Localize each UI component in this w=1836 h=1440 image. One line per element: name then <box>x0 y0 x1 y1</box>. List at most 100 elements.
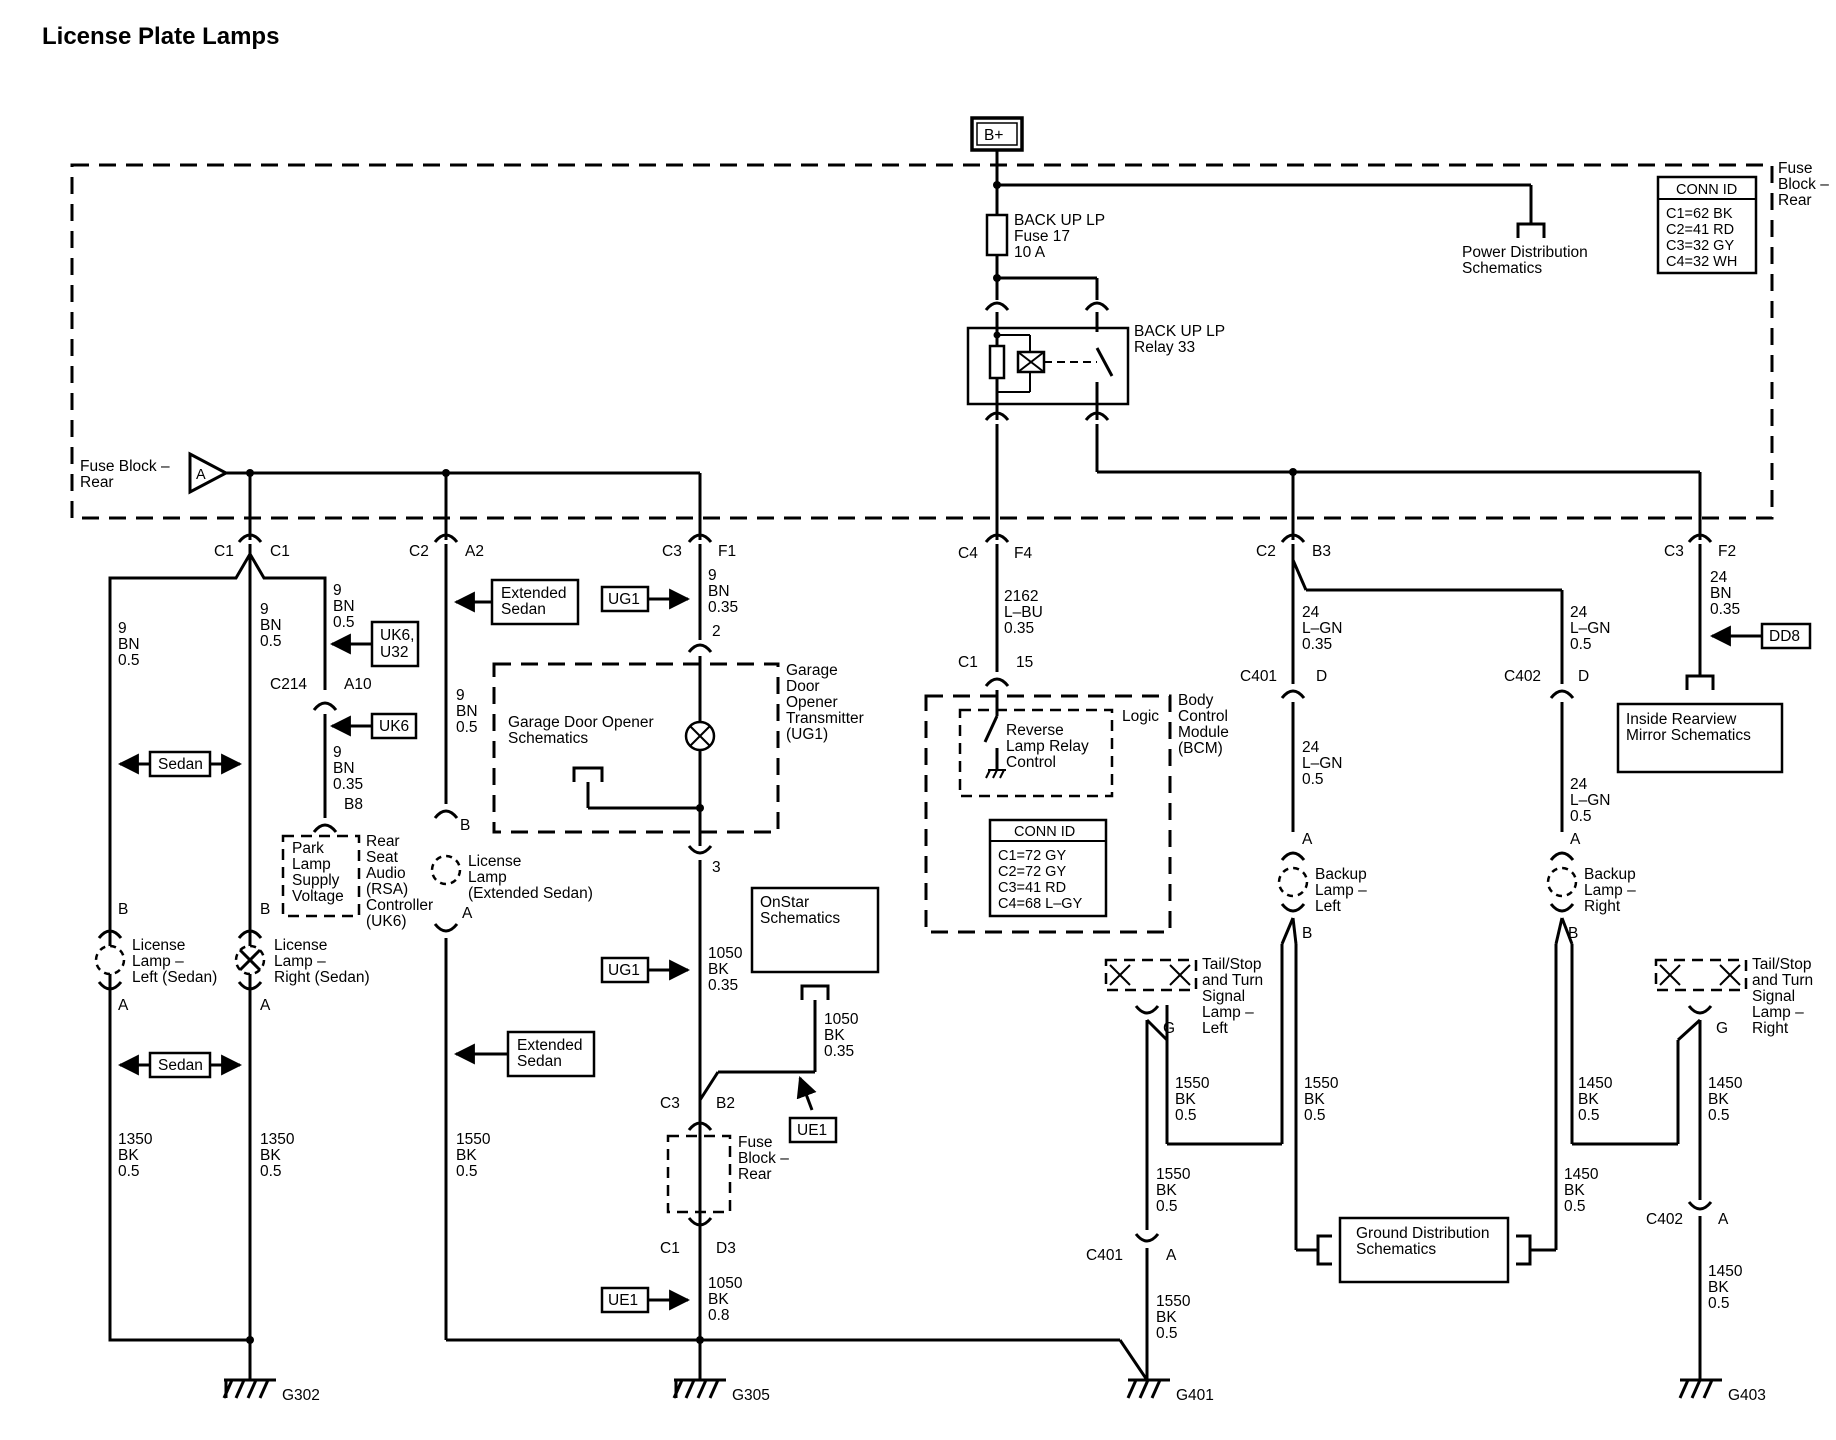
svg-text:24: 24 <box>1302 739 1320 756</box>
svg-text:C2=41 RD: C2=41 RD <box>1666 222 1734 238</box>
svg-text:9: 9 <box>260 601 269 618</box>
svg-text:Signal: Signal <box>1752 988 1795 1005</box>
svg-text:Opener: Opener <box>786 694 838 711</box>
ref-ug1-top[interactable]: UG1 <box>600 585 691 613</box>
svg-text:CONN ID: CONN ID <box>1676 182 1737 198</box>
svg-text:BN: BN <box>118 636 140 653</box>
svg-text:L–GN: L–GN <box>1570 792 1611 809</box>
inside-rearview-mirror-ref: Inside Rearview Mirror Schematics <box>1616 702 1784 774</box>
svg-text:Block –: Block – <box>1778 176 1829 193</box>
svg-text:Lamp –: Lamp – <box>1584 882 1636 899</box>
svg-text:0.5: 0.5 <box>118 1163 140 1180</box>
svg-text:UE1: UE1 <box>797 1122 827 1139</box>
svg-text:Sedan: Sedan <box>517 1053 562 1070</box>
svg-text:C1: C1 <box>660 1240 680 1257</box>
connector-c3-f1: C3 F1 <box>662 520 736 560</box>
svg-text:BN: BN <box>333 598 355 615</box>
rsa-controller: Park Lamp Supply Voltage Rear Seat Audio… <box>281 833 433 930</box>
svg-text:0.5: 0.5 <box>1564 1198 1586 1215</box>
svg-text:Signal: Signal <box>1202 988 1245 1005</box>
svg-text:C4=68 L–GY: C4=68 L–GY <box>998 896 1083 912</box>
svg-text:C1: C1 <box>270 543 290 560</box>
svg-text:0.5: 0.5 <box>260 1163 282 1180</box>
svg-text:Inside Rearview: Inside Rearview <box>1626 711 1737 728</box>
svg-text:C3: C3 <box>662 543 682 560</box>
ref-sedan-bottom[interactable]: Sedan <box>117 1051 243 1079</box>
wire-1550-bk-c401: 1550 BK 0.5 <box>1156 1166 1191 1215</box>
svg-text:Supply: Supply <box>292 872 340 889</box>
svg-text:Sedan: Sedan <box>501 601 546 618</box>
svg-text:0.35: 0.35 <box>824 1043 854 1060</box>
svg-text:Lamp –: Lamp – <box>1315 882 1367 899</box>
svg-text:Transmitter: Transmitter <box>786 710 864 727</box>
svg-text:Rear: Rear <box>1778 192 1812 209</box>
svg-text:BK: BK <box>260 1147 281 1164</box>
ref-ug1-bottom[interactable]: UG1 <box>600 956 691 984</box>
b-plus-feed <box>993 150 1546 238</box>
svg-text:Sedan: Sedan <box>158 1057 203 1074</box>
svg-text:and Turn: and Turn <box>1752 972 1813 989</box>
svg-text:G: G <box>1716 1020 1728 1037</box>
svg-text:Body: Body <box>1178 692 1214 709</box>
svg-text:Block –: Block – <box>738 1150 789 1167</box>
svg-text:0.8: 0.8 <box>708 1307 730 1324</box>
ref-extended-sedan-top[interactable]: Extended Sedan <box>453 578 580 626</box>
svg-text:A: A <box>260 997 271 1014</box>
ref-dd8[interactable]: DD8 <box>1709 622 1812 650</box>
ref-ue1-top[interactable]: UE1 <box>788 1076 838 1144</box>
svg-text:U32: U32 <box>380 644 408 661</box>
svg-text:C1=72 GY: C1=72 GY <box>998 848 1066 864</box>
svg-text:Module: Module <box>1178 724 1229 741</box>
svg-text:C401: C401 <box>1086 1247 1123 1264</box>
svg-text:F4: F4 <box>1014 545 1032 562</box>
svg-text:24: 24 <box>1710 569 1728 586</box>
svg-text:A: A <box>1302 831 1313 848</box>
svg-text:G: G <box>1163 1020 1175 1037</box>
backup-lamp-left: A B Backup Lamp – Left <box>1277 831 1367 942</box>
svg-text:Control: Control <box>1178 708 1228 725</box>
svg-text:0.35: 0.35 <box>1710 601 1740 618</box>
svg-text:0.35: 0.35 <box>708 977 738 994</box>
svg-text:UK6: UK6 <box>379 718 409 735</box>
svg-text:Audio: Audio <box>366 865 406 882</box>
svg-text:BN: BN <box>260 617 282 634</box>
svg-text:C3: C3 <box>660 1095 680 1112</box>
svg-text:1550: 1550 <box>1156 1293 1191 1310</box>
backup-right-ground-wiring: 1450 BK 0.5 1450 BK 0.5 <box>1554 917 1680 1250</box>
svg-text:1050: 1050 <box>708 945 743 962</box>
svg-text:9: 9 <box>333 582 342 599</box>
svg-text:Right: Right <box>1584 898 1621 915</box>
ref-ue1-bottom[interactable]: UE1 <box>600 1286 691 1314</box>
ref-uk6-u32[interactable]: UK6, U32 <box>329 620 420 668</box>
svg-text:Backup: Backup <box>1315 866 1367 883</box>
body-control-module: Reverse Lamp Relay Control Logic Body Co… <box>924 690 1229 934</box>
ref-sedan-top[interactable]: Sedan <box>117 750 243 778</box>
svg-text:Lamp: Lamp <box>292 856 331 873</box>
svg-text:0.35: 0.35 <box>333 776 363 793</box>
conn-id-fuse-block: CONN ID C1=62 BK C2=41 RD C3=32 GY C4=32… <box>1656 175 1758 275</box>
backup-lamp-relay: BACK UP LP Relay 33 <box>966 274 1225 520</box>
svg-text:BK: BK <box>118 1147 139 1164</box>
wire-9-bn-0-35-rsa: 9 BN 0.35 <box>333 744 363 793</box>
svg-text:Ground Distribution: Ground Distribution <box>1356 1225 1490 1242</box>
svg-text:Lamp –: Lamp – <box>1752 1004 1804 1021</box>
svg-text:Rear: Rear <box>738 1166 772 1183</box>
pin-b8: B8 <box>344 796 363 813</box>
mirror-circuit: 24 BN 0.35 <box>1685 544 1740 690</box>
wire-1050-bk-0-8: 1050 BK 0.8 <box>708 1275 743 1324</box>
svg-text:C1=62 BK: C1=62 BK <box>1666 206 1733 222</box>
svg-text:B: B <box>260 901 270 918</box>
ref-uk6[interactable]: UK6 <box>329 712 418 740</box>
svg-text:2162: 2162 <box>1004 588 1038 605</box>
svg-text:A: A <box>1166 1247 1177 1264</box>
ref-extended-sedan-bottom[interactable]: Extended Sedan <box>453 1030 596 1078</box>
license-lamp-left-sedan: B A License Lamp – Left (Sedan) <box>94 901 217 1014</box>
svg-text:(UK6): (UK6) <box>366 913 406 930</box>
svg-text:24: 24 <box>1570 776 1588 793</box>
svg-text:0.5: 0.5 <box>1175 1107 1197 1124</box>
svg-text:24: 24 <box>1302 604 1320 621</box>
svg-text:9: 9 <box>333 744 342 761</box>
svg-text:C4: C4 <box>958 545 978 562</box>
svg-text:0.5: 0.5 <box>1708 1107 1730 1124</box>
svg-text:BK: BK <box>456 1147 477 1164</box>
